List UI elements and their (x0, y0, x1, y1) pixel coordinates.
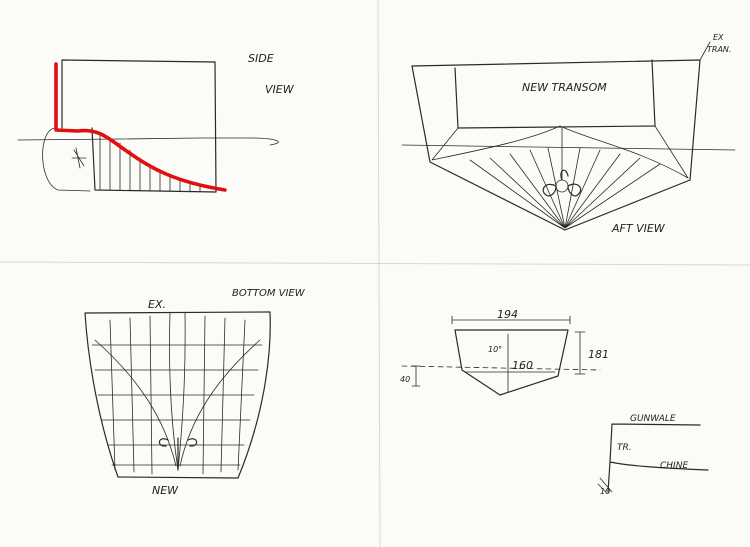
dim-height-right: 181 (588, 348, 609, 361)
new-label: NEW (152, 484, 179, 497)
side-view-propeller (71, 147, 87, 169)
tr-label: TR. (617, 443, 632, 453)
dim-width-bottom: 160 (512, 359, 533, 372)
dim-depth-small: 10 (600, 487, 610, 496)
ex-tran-label-1: EX (713, 33, 724, 42)
dimension-transom-outline (454, 329, 569, 396)
bottom-view-keel (169, 312, 186, 471)
vertical-fold (377, 0, 381, 547)
dimension-waterline (401, 365, 601, 371)
side-view-label-2: VIEW (265, 83, 295, 96)
side-view-sketch (17, 59, 279, 193)
bottom-view-chines (94, 339, 261, 467)
dimension-sketch (401, 315, 601, 396)
side-view-hatching (99, 134, 201, 192)
bottom-view-sketch (84, 311, 271, 479)
bottom-view-hatching-h (91, 344, 263, 466)
aft-view-propeller-hub (555, 179, 569, 193)
dim-depth-left: 40 (400, 375, 410, 384)
aft-view-hull-bottom (411, 65, 691, 231)
aft-view-chine-lines (431, 125, 689, 179)
gunwale-label: GUNWALE (630, 414, 676, 424)
horizontal-fold (0, 261, 750, 266)
aft-view-sketch (401, 41, 736, 231)
aft-view-propeller-blades (542, 169, 582, 197)
aft-view-ex-pointer (699, 41, 711, 61)
ex-tran-label-2: TRAN. (707, 45, 731, 54)
side-view-skeg (42, 127, 91, 192)
chine-detail-angle (597, 477, 613, 493)
aft-view-hatching (469, 147, 661, 229)
dim-depth-left-line (411, 365, 421, 387)
aft-view-new-transom-box (454, 59, 656, 129)
chine-label: CHINE (660, 461, 688, 471)
aft-view-label: AFT VIEW (611, 222, 666, 235)
side-view-red-profile (54, 62, 227, 192)
chine-detail-lines (607, 423, 709, 493)
bottom-view-hatching-v (109, 315, 246, 475)
bottom-view-label: BOTTOM VIEW (232, 288, 306, 299)
dim-width-top-line (451, 315, 571, 325)
bottom-view-propeller (158, 437, 198, 471)
dim-width-top: 194 (497, 308, 518, 321)
ex-label: EX. (148, 298, 166, 311)
chine-detail-sketch (597, 423, 709, 493)
aft-view-waterline (401, 144, 736, 151)
side-view-hull-outline (61, 59, 217, 193)
side-view-waterline (17, 137, 279, 146)
bottom-view-outline (84, 311, 271, 479)
new-transom-label: NEW TRANSOM (522, 81, 607, 94)
dim-angle-left: 10° (488, 345, 502, 354)
dim-height-right-line (574, 331, 586, 375)
side-view-label-1: SIDE (248, 52, 274, 65)
